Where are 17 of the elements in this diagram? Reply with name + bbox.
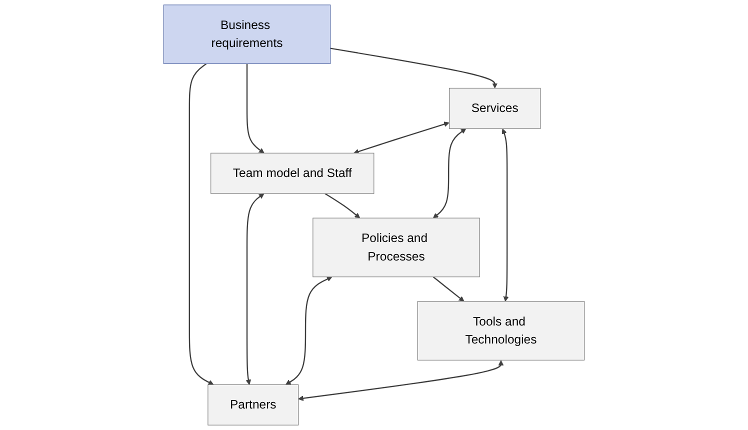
- arrow: [354, 122, 450, 154]
- arrow: [432, 276, 464, 302]
- arrow: [188, 63, 214, 385]
- node-box: Tools and Technologies: [417, 301, 585, 360]
- node-box: Business requirements: [163, 4, 331, 64]
- node-box: Partners: [208, 384, 299, 426]
- arrow: [324, 193, 360, 218]
- arrow: [246, 64, 264, 154]
- arrow: [298, 360, 504, 401]
- node-box: Team model and Staff: [210, 152, 374, 194]
- arrow: [330, 48, 498, 88]
- arrow: [286, 276, 332, 385]
- node-box: Services: [449, 88, 541, 129]
- arrow: [502, 128, 509, 302]
- arrow: [432, 128, 466, 218]
- node-box: Policies and Processes: [312, 218, 480, 278]
- arrow: [246, 193, 264, 385]
